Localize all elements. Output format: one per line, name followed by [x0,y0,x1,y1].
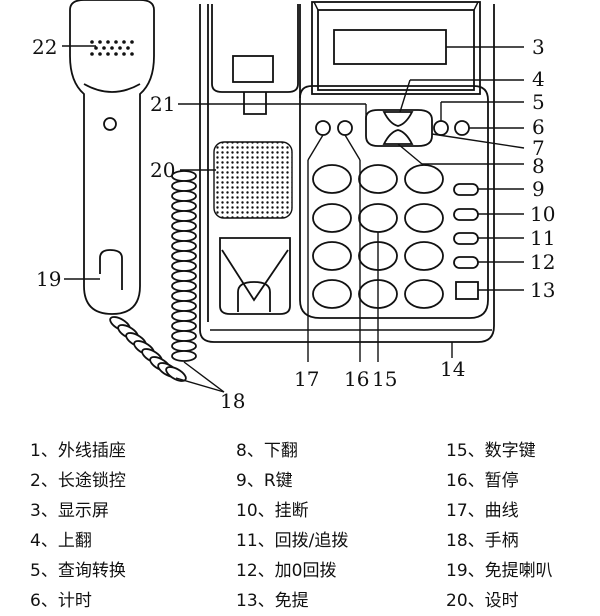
legend-column-3: 15、数字键 16、暂停 17、曲线 18、手柄 19、免提喇叭 20、设时 [446,436,553,616]
callout-12: 12 [530,250,555,274]
callout-20: 20 [150,158,175,182]
side-keys [453,183,479,300]
handset [69,0,155,315]
legend-item: 10、挂断 [236,501,309,521]
legend-item: 11、回拨/追拨 [236,531,349,551]
callout-19: 19 [36,267,61,291]
legend-item: 12、加0回拨 [236,561,337,581]
coiled-cord [171,170,197,362]
keypad [312,164,444,309]
legend-item: 17、曲线 [446,501,519,521]
callout-18: 18 [220,389,245,413]
legend-item: 9、R键 [236,471,293,491]
legend-item: 13、免提 [236,591,309,611]
callout-15: 15 [372,367,397,391]
handset-cradle [211,4,299,115]
callout-16: 16 [344,367,369,391]
control-panel [299,1,489,319]
callout-13: 13 [530,278,555,302]
callout-4: 4 [532,67,545,91]
function-buttons [315,109,470,147]
callout-10: 10 [530,202,555,226]
handset-rest [219,237,291,315]
callout-labels: 22 21 20 19 3 4 5 6 7 8 9 10 11 12 13 17… [32,35,555,413]
legend-item: 1、外线插座 [30,441,126,461]
parts-legend: 1、外线插座 2、长途锁控 3、显示屏 4、上翻 5、查询转换 6、计时 8、下… [0,436,600,611]
legend-column-1: 1、外线插座 2、长途锁控 3、显示屏 4、上翻 5、查询转换 6、计时 [30,436,126,616]
legend-column-2: 8、下翻 9、R键 10、挂断 11、回拨/追拨 12、加0回拨 13、免提 [236,436,348,616]
legend-item: 2、长途锁控 [30,471,126,491]
telephone-diagram: 22 21 20 19 3 4 5 6 7 8 9 10 11 12 13 17… [32,0,555,413]
leader-lines [62,45,525,393]
callout-5: 5 [532,90,545,114]
callout-7: 7 [532,136,545,160]
callout-8: 8 [532,154,545,178]
legend-item: 4、上翻 [30,531,92,551]
legend-item: 16、暂停 [446,471,519,491]
callout-21: 21 [150,92,175,116]
legend-item: 19、免提喇叭 [446,561,553,581]
callout-3: 3 [532,35,545,59]
lower-coiled-cord [109,316,187,382]
callout-22: 22 [32,35,57,59]
handset-earpiece-dots [90,40,134,56]
callout-6: 6 [532,115,545,139]
legend-item: 6、计时 [30,591,92,611]
phone-base [199,4,495,343]
callout-9: 9 [532,177,545,201]
legend-item: 8、下翻 [236,441,298,461]
legend-item: 15、数字键 [446,441,536,461]
callout-14: 14 [440,357,465,381]
legend-item: 3、显示屏 [30,501,109,521]
callout-11: 11 [530,226,555,250]
speaker-grille [213,141,293,219]
callout-17: 17 [294,367,319,391]
legend-item: 18、手柄 [446,531,519,551]
legend-item: 5、查询转换 [30,561,126,581]
legend-item: 20、设时 [446,591,519,611]
